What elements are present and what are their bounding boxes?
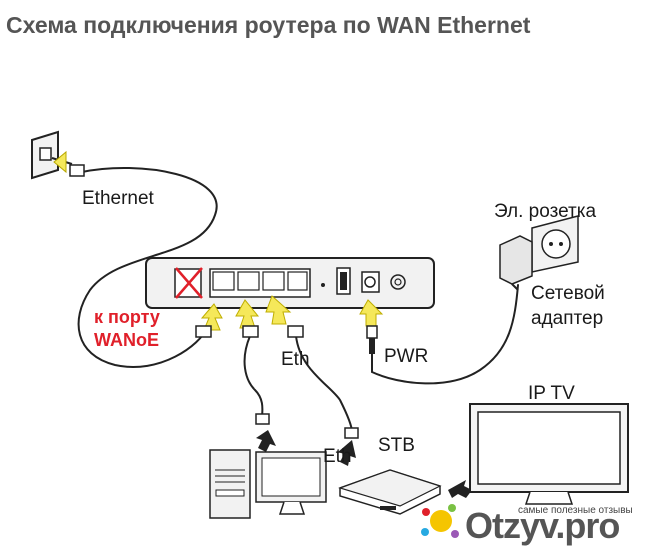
ethernet-cable <box>77 166 218 368</box>
watermark-tagline: самые полезные отзывы <box>518 505 633 516</box>
eth-lan-label: Eth <box>281 349 310 370</box>
adapter-label-line1: Сетевой <box>531 283 605 304</box>
ethernet-label: Ethernet <box>82 188 154 209</box>
pwr-label: PWR <box>384 346 429 367</box>
stb-label: STB <box>378 435 415 456</box>
wan-label-line1: к порту <box>94 307 160 327</box>
lan-plug-pc-icon <box>242 325 259 338</box>
outlet-label: Эл. розетка <box>494 201 597 222</box>
power-adapter-icon <box>499 235 533 291</box>
lan-plug-stb2-icon <box>344 427 359 439</box>
wan-label-line2: WANoE <box>94 330 159 350</box>
lan-plug-stb-icon <box>287 325 304 338</box>
lan-cable-pc <box>243 335 264 419</box>
power-cable <box>371 284 519 385</box>
pc-icon <box>209 449 327 519</box>
wan-arrow-icon <box>200 303 223 331</box>
watermark-logo: Otzyv.pro <box>465 505 620 547</box>
wan-plug-icon <box>195 325 212 338</box>
tv-icon <box>469 403 629 505</box>
power-plug-icon <box>366 325 378 354</box>
lan2-arrow-icon <box>265 295 292 325</box>
eth-stb-label: Eth <box>323 446 352 467</box>
pc-arrow-icon <box>256 430 276 452</box>
diagram-title: Схема подключения роутера по WAN Etherne… <box>6 12 531 38</box>
lan-plug-pc2-icon <box>255 413 270 425</box>
watermark-mascot-icon <box>421 504 459 538</box>
watermark-logo-text: Otzyv.pro <box>465 505 620 546</box>
lan-cable-stb <box>295 335 353 433</box>
wall-socket-icon <box>31 130 85 180</box>
router-icon <box>145 257 435 309</box>
stb-icon <box>338 469 442 515</box>
iptv-label: IP TV <box>528 383 575 404</box>
power-outlet-icon <box>531 215 579 273</box>
stb-arrow-icon <box>338 440 356 466</box>
tv-arrow-icon <box>448 480 472 498</box>
adapter-label-line2: адаптер <box>531 308 604 329</box>
